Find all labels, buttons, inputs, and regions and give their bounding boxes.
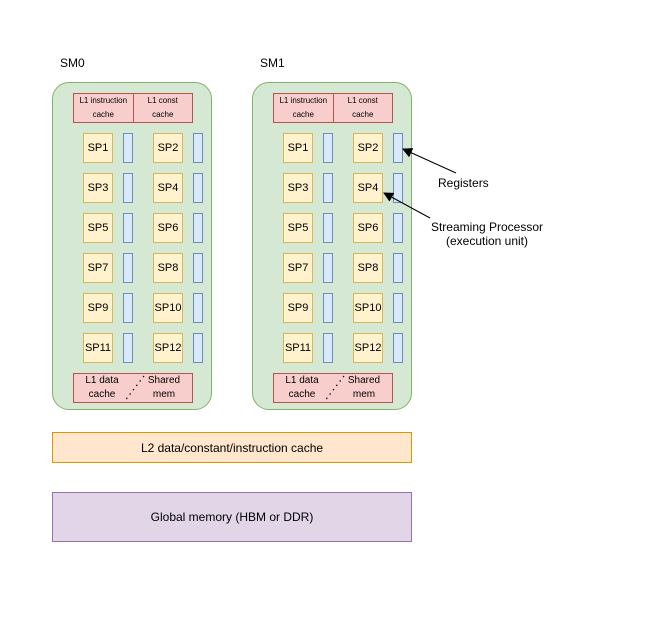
streaming-processor: SP7: [83, 253, 113, 283]
l1-instruction-cache: L1 instruction cache: [79, 96, 128, 119]
streaming-processor: SP9: [83, 293, 113, 323]
l2-cache: L2 data/constant/instruction cache: [52, 432, 412, 463]
l1-bottom-cache: L1 data cache Shared mem: [73, 373, 193, 403]
l1-instruction-cache: L1 instruction cache: [279, 96, 328, 119]
streaming-processor: SP12: [153, 333, 183, 363]
register-file: [123, 253, 133, 283]
shared-mem: Shared mem: [147, 375, 181, 400]
streaming-processor: SP2: [153, 133, 183, 163]
streaming-processor: SP1: [283, 133, 313, 163]
register-file: [393, 133, 403, 163]
register-file: [123, 213, 133, 243]
streaming-processor-arrow: [383, 192, 431, 219]
register-file: [123, 173, 133, 203]
streaming-processor-label-line2: (execution unit): [445, 234, 529, 248]
register-file: [123, 133, 133, 163]
streaming-processor: SP2: [353, 133, 383, 163]
register-file: [193, 253, 203, 283]
streaming-processor: SP4: [353, 173, 383, 203]
l1-const-cache: L1 const cache: [332, 94, 393, 122]
register-file: [323, 253, 333, 283]
streaming-processor: SP1: [83, 133, 113, 163]
register-file: [193, 213, 203, 243]
streaming-processor: SP4: [153, 173, 183, 203]
streaming-processor: SP10: [353, 293, 383, 323]
register-file: [393, 253, 403, 283]
streaming-processor: SP6: [353, 213, 383, 243]
shared-mem: Shared mem: [347, 375, 381, 400]
register-file: [193, 333, 203, 363]
register-file: [323, 133, 333, 163]
streaming-processor: SP5: [83, 213, 113, 243]
sm1-block: L1 instruction cache L1 const cache L1 d…: [252, 82, 412, 410]
streaming-processor: SP7: [283, 253, 313, 283]
register-file: [393, 293, 403, 323]
streaming-processor: SP11: [83, 333, 113, 363]
l1-data-cache: L1 data cache: [85, 375, 119, 400]
register-file: [393, 213, 403, 243]
sm0-title: SM0: [60, 56, 85, 70]
streaming-processor-label: Streaming Processor (execution unit): [420, 220, 554, 248]
l1-const-cache: L1 const cache: [132, 94, 193, 122]
register-file: [323, 173, 333, 203]
l1-data-cache: L1 data cache: [285, 375, 319, 400]
streaming-processor: SP11: [283, 333, 313, 363]
streaming-processor-label-line1: Streaming Processor: [430, 220, 544, 234]
streaming-processor: SP8: [153, 253, 183, 283]
sm0-block: L1 instruction cache L1 const cache L1 d…: [52, 82, 212, 410]
l1-top-cache: L1 instruction cache L1 const cache: [73, 93, 193, 123]
register-file: [193, 293, 203, 323]
sm1-title: SM1: [260, 56, 285, 70]
l1-top-cache: L1 instruction cache L1 const cache: [273, 93, 393, 123]
streaming-processor: SP3: [83, 173, 113, 203]
register-file: [123, 293, 133, 323]
streaming-processor: SP3: [283, 173, 313, 203]
streaming-processor: SP9: [283, 293, 313, 323]
streaming-processor: SP10: [153, 293, 183, 323]
register-file: [193, 173, 203, 203]
streaming-processor: SP6: [153, 213, 183, 243]
register-file: [393, 333, 403, 363]
streaming-processor: SP8: [353, 253, 383, 283]
streaming-processor: SP5: [283, 213, 313, 243]
streaming-processor: SP12: [353, 333, 383, 363]
register-file: [323, 293, 333, 323]
register-file: [193, 133, 203, 163]
global-memory: Global memory (HBM or DDR): [52, 492, 412, 542]
register-file: [393, 173, 403, 203]
l1-bottom-cache: L1 data cache Shared mem: [273, 373, 393, 403]
register-file: [323, 213, 333, 243]
registers-arrow: [402, 148, 457, 174]
register-file: [123, 333, 133, 363]
register-file: [323, 333, 333, 363]
registers-label: Registers: [438, 176, 489, 190]
